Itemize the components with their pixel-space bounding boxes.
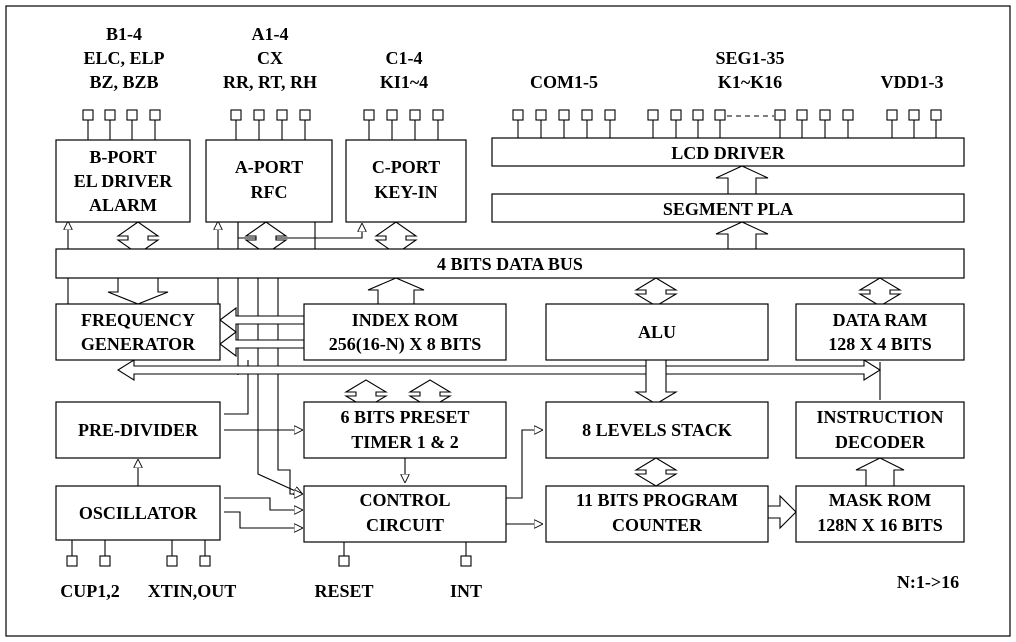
outer-frame (5, 5, 1011, 637)
a-port-pin-labels: A1-4 CX RR, RT, RH (223, 24, 317, 92)
b-port-label-3: ALARM (89, 195, 157, 215)
cup-pin-label: CUP1,2 (60, 581, 120, 601)
oscillator-label: OSCILLATOR (79, 503, 198, 523)
frequency-generator-label-1: FREQUENCY (81, 310, 195, 330)
frequency-generator-block: FREQUENCY GENERATOR (55, 303, 221, 361)
a-port-block: A-PORT RFC (205, 139, 333, 223)
a-pin-label-2: CX (257, 48, 283, 68)
b-port-pins (82, 109, 161, 140)
pre-divider-label: PRE-DIVIDER (78, 420, 199, 440)
index-rom-freq-gen-arrow-1 (219, 306, 305, 334)
c-port-label-1: C-PORT (372, 157, 440, 177)
preset-timer-label-2: TIMER 1 & 2 (351, 432, 459, 452)
preset-timer-block: 6 BITS PRESET TIMER 1 & 2 (303, 401, 507, 459)
com-pins (512, 109, 616, 138)
b-port-label-2: EL DRIVER (74, 171, 174, 191)
program-counter-label-1: 11 BITS PROGRAM (576, 490, 738, 510)
b-pin-label-1: B1-4 (106, 24, 142, 44)
b-pin-label-3: BZ, BZB (89, 72, 158, 92)
control-circuit-label-2: CIRCUIT (366, 515, 444, 535)
seg-pin-label-2: K1~K16 (718, 72, 782, 92)
a-port-pins (230, 109, 311, 140)
data-ram-block: DATA RAM 128 X 4 BITS (795, 303, 965, 361)
reset-pin-label: RESET (314, 581, 373, 601)
vdd-pin-label: VDD1-3 (881, 72, 944, 92)
data-bus-label: 4 BITS DATA BUS (437, 254, 583, 274)
alu-block: ALU (545, 303, 769, 361)
b-port-pin-labels: B1-4 ELC, ELP BZ, BZB (83, 24, 164, 92)
mask-rom-block: MASK ROM 128N X 16 BITS (795, 485, 965, 543)
b-pin-label-2: ELC, ELP (83, 48, 164, 68)
alu-label: ALU (638, 322, 676, 342)
lcd-driver-label: LCD DRIVER (671, 143, 786, 163)
a-pin-label-1: A1-4 (252, 24, 289, 44)
a-pin-label-3: RR, RT, RH (223, 72, 317, 92)
c-port-pin-labels: C1-4 KI1~4 (380, 48, 428, 92)
bus-data-ram-arrow (858, 277, 902, 307)
mask-rom-label-2: 128N X 16 BITS (817, 515, 943, 535)
b-port-label-1: B-PORT (89, 147, 156, 167)
index-rom-bus-arrow (367, 277, 425, 305)
control-circuit-label-1: CONTROL (359, 490, 450, 510)
segment-pla-lcd-arrow (715, 165, 769, 195)
instruction-decoder-block: INSTRUCTION DECODER (795, 401, 965, 459)
stack-pc-arrow (634, 457, 678, 487)
bottom-pins (66, 555, 472, 567)
c-port-pins (363, 109, 444, 140)
lcd-driver-block: LCD DRIVER (491, 137, 965, 167)
preset-timer-label-1: 6 BITS PRESET (340, 407, 469, 427)
pc-mask-rom-arrow (767, 494, 797, 530)
c-port-block: C-PORT KEY-IN (345, 139, 467, 223)
instruction-decoder-label-1: INSTRUCTION (816, 407, 943, 427)
seg-pin-label-1: SEG1-35 (715, 48, 784, 68)
data-ram-label-1: DATA RAM (833, 310, 928, 330)
seg-pins (647, 109, 854, 138)
index-rom-block: INDEX ROM 256(16-N) X 8 BITS (303, 303, 507, 361)
rom-size-note: N:1->16 (897, 572, 959, 592)
stack-block: 8 LEVELS STACK (545, 401, 769, 459)
b-port-block: B-PORT EL DRIVER ALARM (55, 139, 191, 223)
data-ram-label-2: 128 X 4 BITS (828, 334, 932, 354)
oscillator-block: OSCILLATOR (55, 485, 221, 541)
a-port-label-2: RFC (251, 182, 288, 202)
a-port-label-1: A-PORT (235, 157, 303, 177)
mask-rom-label-1: MASK ROM (829, 490, 932, 510)
segment-pla-label: SEGMENT PLA (663, 199, 793, 219)
c-pin-label-1: C1-4 (386, 48, 423, 68)
seg-pin-labels: SEG1-35 K1~K16 (715, 48, 784, 92)
vdd-pins (886, 109, 942, 138)
c-port-label-2: KEY-IN (374, 182, 437, 202)
internal-bus-horizontal-arrow (116, 359, 882, 381)
control-circuit-block: CONTROL CIRCUIT (303, 485, 507, 543)
bus-segment-pla-arrow (715, 221, 769, 250)
index-rom-label-2: 256(16-N) X 8 BITS (329, 334, 482, 355)
frequency-generator-label-2: GENERATOR (81, 334, 196, 354)
index-rom-label-1: INDEX ROM (352, 310, 459, 330)
bus-alu-arrow (634, 277, 678, 307)
mask-rom-decoder-arrow (855, 457, 905, 487)
bus-freq-gen-arrow (107, 277, 169, 305)
instruction-decoder-label-2: DECODER (835, 432, 926, 452)
program-counter-block: 11 BITS PROGRAM COUNTER (545, 485, 769, 543)
stack-label: 8 LEVELS STACK (582, 420, 732, 440)
c-pin-label-2: KI1~4 (380, 72, 428, 92)
program-counter-label-2: COUNTER (612, 515, 703, 535)
segment-pla-block: SEGMENT PLA (491, 193, 965, 223)
int-pin-label: INT (450, 581, 482, 601)
index-rom-freq-gen-arrow-2 (219, 330, 305, 358)
data-bus-block: 4 BITS DATA BUS (55, 248, 965, 279)
xtin-pin-label: XTIN,OUT (148, 581, 237, 601)
pre-divider-block: PRE-DIVIDER (55, 401, 221, 459)
com-pin-label: COM1-5 (530, 72, 598, 92)
